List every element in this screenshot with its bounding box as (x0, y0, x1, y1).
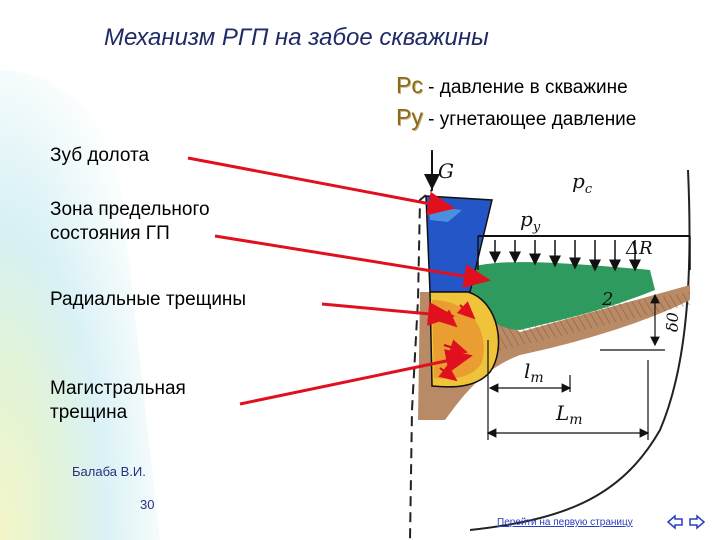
pointer-arrows (187, 156, 491, 406)
symbol-py-main: p (520, 207, 533, 231)
symbol-Lt: Lт (555, 401, 583, 428)
legend-py-symbol: Py (396, 104, 423, 130)
first-page-link[interactable]: Перейти на первую страницу (497, 517, 633, 528)
symbol-dR: ΔR (625, 238, 653, 259)
limit-state-zone (468, 262, 655, 330)
symbol-delta0: δ0 (663, 312, 682, 332)
author-name: Балаба В.И. (72, 464, 146, 479)
symbol-pc-main: p (572, 169, 585, 193)
label-main-crack-line1: Магистральная (50, 378, 186, 399)
prev-arrow-icon[interactable] (666, 513, 684, 531)
symbol-pc-sub: c (585, 182, 593, 197)
slide-title: Механизм РГП на забое скважины (104, 24, 489, 51)
legend-py: Py - угнетающее давление (396, 104, 636, 131)
rock-hatch (450, 292, 690, 360)
pointer-zone (214, 234, 491, 289)
next-arrow-icon[interactable] (688, 513, 706, 531)
symbol-lt: lт (524, 359, 544, 386)
label-zone-line1: Зона предельного (50, 199, 210, 220)
symbol-py-sub: y (532, 220, 541, 235)
label-radial-cracks: Радиальные трещины (50, 289, 247, 310)
label-zone-line2: состояния ГП (50, 223, 170, 244)
legend-py-text: - угнетающее давление (422, 109, 637, 130)
symbol-Lt-sub: т (569, 412, 582, 428)
legend-pc-symbol: Pc (396, 72, 423, 98)
label-tooth: Зуб долота (50, 145, 150, 166)
pressure-arrows (489, 240, 641, 272)
surface-ticks (477, 236, 691, 270)
symbol-Lt-main: L (555, 401, 569, 425)
symbol-lt-sub: т (530, 370, 543, 386)
pointer-tooth (187, 156, 455, 216)
page-number: 30 (140, 497, 155, 512)
symbol-py: py (520, 207, 541, 235)
symbol-G: G (438, 159, 454, 183)
symbol-pc: pc (572, 169, 593, 197)
pointer-radial (321, 301, 455, 326)
label-main-crack-line2: трещина (50, 402, 128, 423)
pointer-main-crack (239, 349, 473, 406)
legend-pc-text: - давление в скважине (422, 77, 628, 98)
legend-pc: Pc - давление в скважине (396, 72, 628, 99)
symbol-2: 2 (601, 289, 613, 310)
symbol-lt-main: l (524, 359, 530, 383)
